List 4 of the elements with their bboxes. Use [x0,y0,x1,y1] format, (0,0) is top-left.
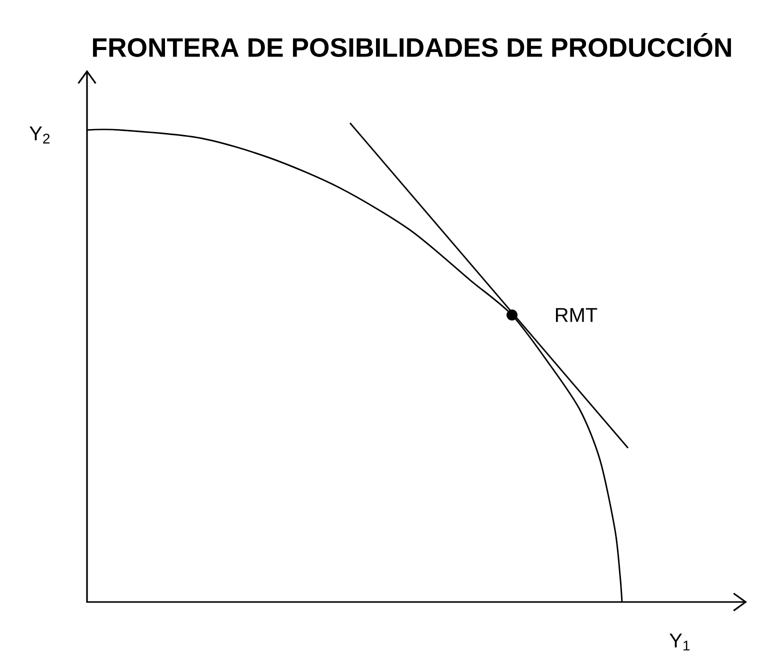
title: FRONTERA DE POSIBILIDADES DE PRODUCCIÓN [93,33,731,57]
axis-label: RMT [556,308,598,322]
axis-label: Y$_{1}$ [670,634,690,650]
axis-label: Y$_{2}$ [30,126,50,144]
